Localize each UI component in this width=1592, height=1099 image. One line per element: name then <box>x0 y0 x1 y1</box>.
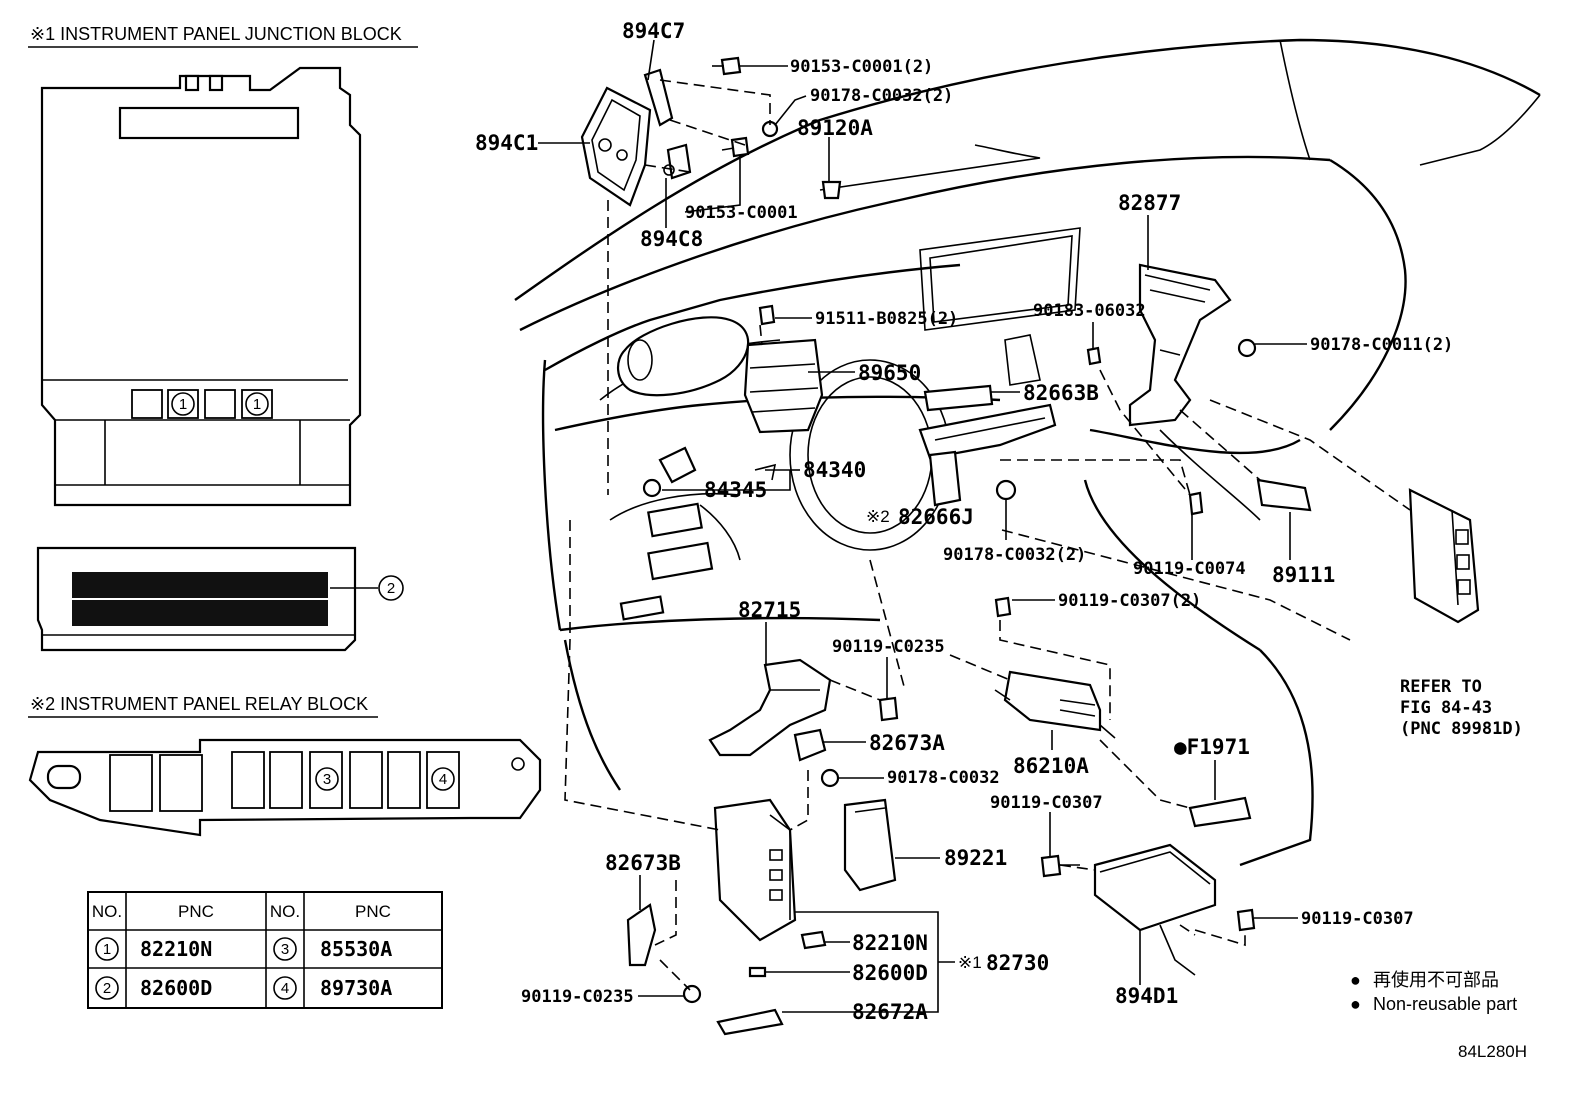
label-90178-C0032-2-top: 90178-C0032(2) <box>810 86 953 106</box>
label-894D1: 894D1 <box>1115 984 1178 1008</box>
junction-circle-1a <box>171 392 195 416</box>
part-89650-unit <box>743 304 824 434</box>
label-82600D: 82600D <box>852 961 928 985</box>
part-82730-junction-block <box>713 798 827 1036</box>
label-89650: 89650 <box>858 361 921 385</box>
relay-circle-3-label: 3 <box>323 771 331 788</box>
leader-lines <box>538 39 1307 1013</box>
label-90153-C0001: 90153-C0001 <box>685 203 798 223</box>
relay-circle-4 <box>431 767 455 791</box>
label-89221: 89221 <box>944 846 1007 870</box>
label-89111: 89111 <box>1272 563 1335 587</box>
relay-block-title: ※2 INSTRUMENT PANEL RELAY BLOCK <box>30 694 368 714</box>
table-header-no-b: NO. <box>270 902 300 921</box>
table-row2-pnc-a: 82600D <box>140 976 212 1000</box>
part-894C1-module <box>580 68 692 207</box>
junction-circle-1a-label: 1 <box>179 396 187 413</box>
label-F1971: ●F1971 <box>1174 735 1250 759</box>
table-row2-no-a: 2 <box>103 980 111 997</box>
junction-circle-2 <box>378 575 404 601</box>
label-90119-C0235-top: 90119-C0235 <box>832 637 945 657</box>
part-82663B-switch <box>918 384 1057 507</box>
callout-labels: 894C7 90153-C0001(2) 90178-C0032(2) 894C… <box>475 19 1523 1024</box>
label-90178-C0032-2-mid: 90178-C0032(2) <box>943 545 1086 565</box>
junction-circle-2-label: 2 <box>387 580 395 597</box>
table-row2-pnc-b: 89730A <box>320 976 392 1000</box>
label-82715: 82715 <box>738 598 801 622</box>
part-89221-ecu <box>843 798 897 892</box>
table-row2-no-b: 4 <box>281 980 289 997</box>
bolts-top <box>712 56 842 200</box>
label-90119-C0074: 90119-C0074 <box>1133 559 1246 579</box>
label-82730-mark: ※1 <box>958 953 982 972</box>
label-90119-C0235-bottom: 90119-C0235 <box>521 987 634 1007</box>
relay-block-drawing: 3 4 <box>28 738 542 837</box>
table-row1-no-a: 1 <box>103 941 111 958</box>
part-82877-bracket <box>1086 263 1257 427</box>
label-82877: 82877 <box>1118 191 1181 215</box>
legend: ● 再使用不可部品 ● Non-reusable part <box>1350 970 1517 1014</box>
legend-bullet-en: ● <box>1350 994 1361 1014</box>
label-82730: 82730 <box>986 951 1049 975</box>
part-89981D-ref-module <box>1408 488 1480 624</box>
label-90178-C0032: 90178-C0032 <box>887 768 1000 788</box>
legend-japanese: 再使用不可部品 <box>1373 970 1499 990</box>
dashboard-outline <box>514 38 1541 867</box>
label-90119-C0307-low: 90119-C0307 <box>1301 909 1414 929</box>
figure-code: 84L280H <box>1458 1042 1527 1061</box>
label-82666J-mark: ※2 <box>866 507 890 526</box>
label-91511-B0825-2: 91511-B0825(2) <box>815 309 958 329</box>
label-89120A: 89120A <box>797 116 873 140</box>
legend-bullet-jp: ● <box>1350 970 1361 990</box>
label-90183-06032: 90183-06032 <box>1033 301 1146 321</box>
label-894C1: 894C1 <box>475 131 538 155</box>
label-90178-C0011-2: 90178-C0011(2) <box>1310 335 1453 355</box>
label-82672A: 82672A <box>852 1000 928 1024</box>
part-894D1-module <box>1040 843 1256 976</box>
relay-circle-3 <box>315 767 339 791</box>
label-82663B: 82663B <box>1023 381 1099 405</box>
table-header-pnc-b: PNC <box>355 902 391 921</box>
label-894C8: 894C8 <box>640 227 703 251</box>
relay-block-inset: ※2 INSTRUMENT PANEL RELAY BLOCK 3 4 <box>28 694 542 837</box>
label-refer-line3: (PNC 89981D) <box>1400 719 1523 739</box>
label-894C7: 894C7 <box>622 19 685 43</box>
part-82666J <box>995 479 1017 501</box>
relay-circle-4-label: 4 <box>439 771 447 788</box>
table-header-no-a: NO. <box>92 902 122 921</box>
label-90119-C0307-mid: 90119-C0307 <box>990 793 1103 813</box>
table-row1-no-b: 3 <box>281 941 289 958</box>
label-90119-C0307-2: 90119-C0307(2) <box>1058 591 1201 611</box>
label-82666J: 82666J <box>898 505 974 529</box>
part-89111-module <box>1188 478 1312 516</box>
part-84340-84345 <box>642 446 777 498</box>
label-84345: 84345 <box>704 478 767 502</box>
label-refer-line2: FIG 84-43 <box>1400 698 1492 718</box>
table-row1-pnc-b: 85530A <box>320 937 392 961</box>
part-82673A-clip <box>793 728 840 788</box>
pnc-table: NO. PNC NO. PNC 1 82210N 3 85530A 2 8260… <box>87 891 443 1009</box>
label-84340: 84340 <box>803 458 866 482</box>
label-90153-C0001-2: 90153-C0001(2) <box>790 57 933 77</box>
junction-circle-1b <box>245 392 269 416</box>
junction-block-inset: ※1 INSTRUMENT PANEL JUNCTION BLOCK 1 1 <box>28 24 418 652</box>
part-82673B-bracket <box>626 903 702 1004</box>
label-82673B: 82673B <box>605 851 681 875</box>
dashed-lines <box>564 79 1411 991</box>
junction-block-title: ※1 INSTRUMENT PANEL JUNCTION BLOCK <box>30 24 402 44</box>
label-86210A: 86210A <box>1013 754 1089 778</box>
part-86210A-module <box>994 596 1116 739</box>
legend-english: Non-reusable part <box>1373 994 1517 1014</box>
label-82210N: 82210N <box>852 931 928 955</box>
junction-circle-1b-label: 1 <box>253 396 261 413</box>
table-header-pnc-a: PNC <box>178 902 214 921</box>
label-refer-line1: REFER TO <box>1400 677 1482 697</box>
label-82673A: 82673A <box>869 731 945 755</box>
part-82715-bracket <box>708 658 899 757</box>
junction-block-side-drawing: 2 <box>36 546 404 652</box>
part-F1971 <box>1188 796 1252 828</box>
junction-block-drawing: 1 1 <box>40 66 362 507</box>
table-row1-pnc-a: 82210N <box>140 937 212 961</box>
